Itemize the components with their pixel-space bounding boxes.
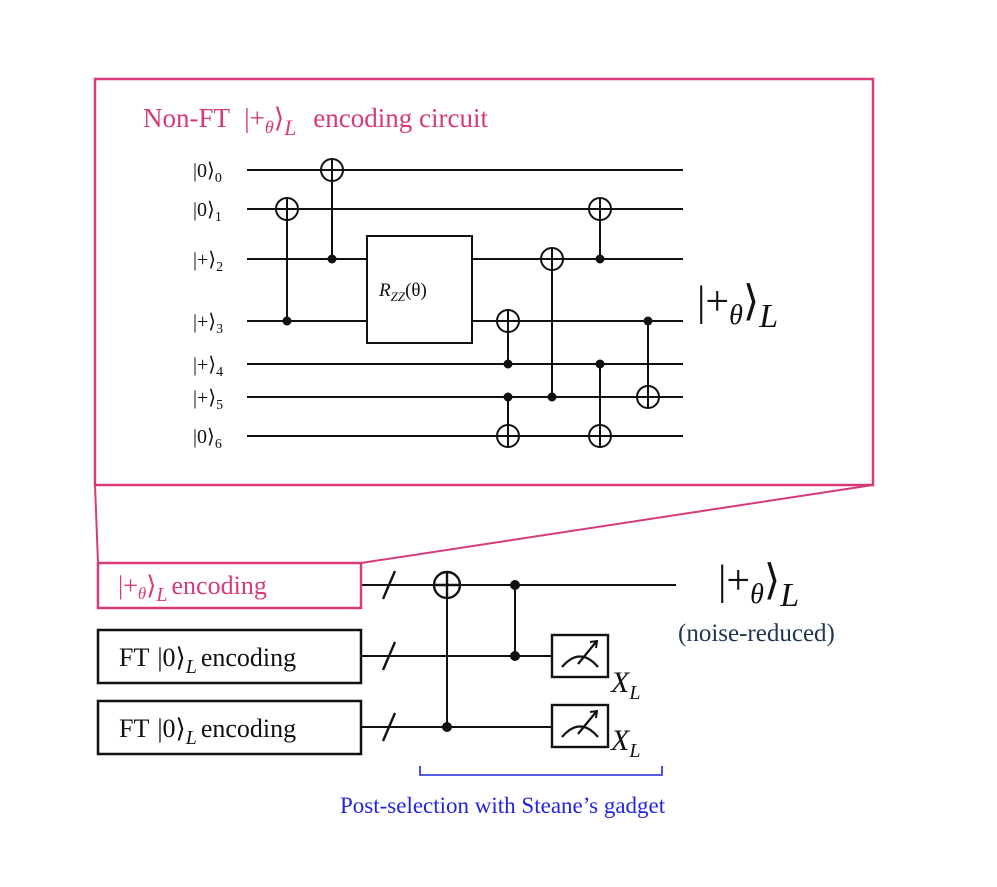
gadget-label: Post-selection with Steane’s gadget bbox=[340, 793, 666, 818]
inset-cnot-7 bbox=[636, 316, 660, 409]
inset-qubit-label-0: |0⟩0 bbox=[193, 160, 222, 186]
inset-cnot-1-control bbox=[327, 254, 337, 264]
zoom-line-left bbox=[94, 484, 99, 564]
main-cz-dot-bottom bbox=[510, 651, 520, 661]
inset-cnot-5-control bbox=[595, 254, 605, 264]
box-ft-zero-encoding-2 bbox=[96, 699, 363, 756]
bundle-slash-3 bbox=[381, 712, 397, 742]
bundle-slash-2 bbox=[381, 641, 397, 671]
main-output-label: |+θ⟩L bbox=[718, 558, 799, 614]
inset-cnot-4-control bbox=[547, 392, 557, 402]
inset-qubit-label-1: |0⟩1 bbox=[193, 199, 222, 225]
inset-cnot-6 bbox=[588, 359, 612, 448]
inset-title-theta: θ bbox=[265, 117, 274, 137]
inset-qubit-labels: |0⟩0 |0⟩1 |+⟩2 |+⟩3 |+⟩4 |+⟩5 |0⟩6 bbox=[193, 160, 223, 452]
inset-output-rangle: ⟩ bbox=[743, 279, 759, 325]
box-plus-theta-encoding bbox=[96, 561, 363, 610]
inset-qubit-label-5: |+⟩5 bbox=[193, 387, 223, 413]
inset-title-suffix: encoding circuit bbox=[313, 103, 488, 133]
inset-cnot-0 bbox=[275, 197, 299, 326]
inset-frame bbox=[93, 77, 875, 487]
inset-qubit-label-3: |+⟩3 bbox=[193, 311, 223, 337]
rzz-gate bbox=[366, 235, 473, 344]
main-cz-dot-top bbox=[510, 580, 520, 590]
inset-cnot-5 bbox=[588, 197, 612, 264]
main-output-ket: |+ bbox=[718, 558, 750, 604]
inset-cnot-6-control bbox=[595, 359, 605, 369]
inset-output-ket: |+ bbox=[697, 279, 729, 325]
inset-cnot-3 bbox=[496, 392, 520, 448]
bundle-slash-1 bbox=[381, 570, 397, 600]
inset-cnot-0-control bbox=[282, 316, 292, 326]
inset-qubit-label-2: |+⟩2 bbox=[193, 249, 223, 275]
inset-title: Non-FT |+θ⟩L encoding circuit bbox=[143, 103, 488, 141]
main-output-L: L bbox=[779, 577, 799, 614]
rzz-gate-label: RZZ(θ) bbox=[378, 280, 427, 304]
inset-cnot-7-control bbox=[643, 316, 653, 326]
main-output-rangle: ⟩ bbox=[764, 558, 780, 604]
main-output-theta: θ bbox=[750, 579, 764, 610]
meter-2 bbox=[550, 703, 610, 749]
inset-title-ket: |+ bbox=[244, 103, 265, 133]
gadget-bracket bbox=[419, 766, 663, 776]
zoom-line-right bbox=[360, 484, 874, 564]
main-output-note: (noise-reduced) bbox=[678, 620, 835, 647]
box-ft-zero-encoding-1 bbox=[96, 628, 363, 685]
inset-cnot-2 bbox=[496, 309, 520, 369]
meter-2-label: XL bbox=[610, 724, 640, 762]
inset-title-rangle: ⟩ bbox=[274, 103, 285, 133]
inset-cnot-4 bbox=[540, 247, 564, 402]
main-cnot-1-control bbox=[442, 722, 452, 732]
inset-cnot-2-control bbox=[503, 359, 513, 369]
inset-cnot-1 bbox=[320, 158, 344, 264]
inset-output-L: L bbox=[758, 298, 778, 335]
inset-qubit-label-4: |+⟩4 bbox=[193, 354, 223, 380]
inset-output-theta: θ bbox=[729, 300, 743, 331]
meter-1 bbox=[550, 633, 610, 679]
meter-1-label: XL bbox=[610, 666, 640, 704]
inset-qubit-label-6: |0⟩6 bbox=[193, 426, 222, 452]
inset-cnot-gates bbox=[275, 158, 660, 448]
inset-output-label: |+θ⟩L bbox=[697, 279, 778, 335]
inset-cnot-3-control bbox=[503, 392, 513, 402]
inset-title-L: L bbox=[283, 115, 296, 140]
inset-title-prefix: Non-FT bbox=[143, 103, 231, 133]
